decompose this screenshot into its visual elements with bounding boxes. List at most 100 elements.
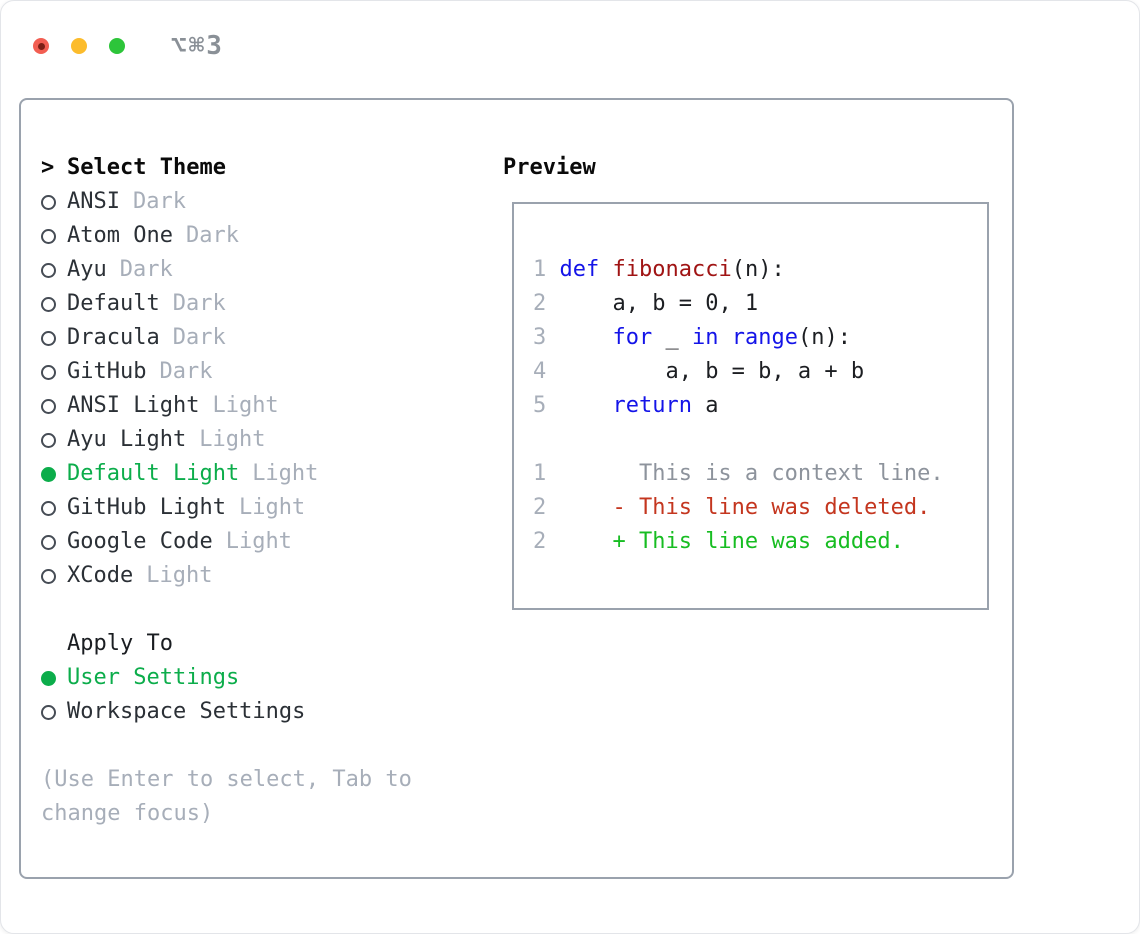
preview-line	[533, 423, 987, 457]
preview-line: 2 - This line was deleted.	[533, 495, 931, 520]
select-theme-title: Select Theme	[67, 155, 226, 180]
theme-option-atom-one[interactable]: Atom One Dark	[41, 219, 503, 253]
option-label: User Settings	[67, 665, 240, 690]
apply-option-user-settings[interactable]: User Settings	[41, 661, 503, 695]
radio-icon	[41, 194, 67, 210]
option-label: Ayu Light	[67, 427, 187, 452]
radio-dot-empty	[41, 432, 56, 448]
preview-lines: 1 def fibonacci(n): 2 a, b = 0, 1 3 for _ …	[533, 253, 987, 559]
preview-line: 2 a, b = 0, 1	[533, 291, 759, 316]
theme-option-ansi[interactable]: ANSI Dark	[41, 185, 503, 219]
theme-option-ayu-light[interactable]: Ayu Light Light	[41, 423, 503, 457]
option-variant-label: Light	[238, 495, 306, 520]
option-label: ANSI Light	[67, 393, 200, 418]
traffic-lights	[33, 38, 125, 54]
radio-selected-icon	[41, 466, 67, 482]
option-label: ANSI	[67, 189, 120, 214]
radio-dot-filled	[41, 670, 56, 686]
radio-icon	[41, 262, 67, 278]
option-label: Default Light	[67, 461, 240, 486]
apply-to-title: Apply To	[67, 631, 173, 656]
radio-icon	[41, 568, 67, 584]
radio-icon	[41, 500, 67, 516]
theme-option-google-code[interactable]: Google Code Light	[41, 525, 503, 559]
preview-box: 1 def fibonacci(n): 2 a, b = 0, 1 3 for _ …	[512, 202, 989, 610]
radio-icon	[41, 704, 67, 720]
hint-line-2: change focus)	[41, 801, 214, 826]
preview-title: Preview	[503, 155, 596, 180]
option-label: Ayu	[67, 257, 107, 282]
option-label: XCode	[67, 563, 134, 588]
radio-dot-empty	[41, 364, 56, 380]
theme-option-github-light[interactable]: GitHub Light Light	[41, 491, 503, 525]
apply-option-workspace-settings[interactable]: Workspace Settings	[41, 695, 503, 729]
apply-to-header: Apply To	[41, 627, 503, 661]
preview-line: 5 return a	[533, 393, 719, 418]
radio-dot-filled	[41, 466, 56, 482]
minimize-button[interactable]	[71, 38, 87, 54]
theme-option-dracula[interactable]: Dracula Dark	[41, 321, 503, 355]
focus-caret-icon: >	[41, 155, 55, 180]
preview-line: 3 for _ in range(n):	[533, 325, 851, 350]
radio-dot-empty	[41, 500, 56, 516]
preview-line: 2 + This line was added.	[533, 529, 904, 554]
theme-option-default-light[interactable]: Default Light Light	[41, 457, 503, 491]
spacer	[41, 729, 503, 763]
option-label: Google Code	[67, 529, 213, 554]
preview-line: 1 def fibonacci(n):	[533, 257, 785, 282]
theme-option-ansi-light[interactable]: ANSI Light Light	[41, 389, 503, 423]
radio-dot-empty	[41, 330, 56, 346]
radio-dot-empty	[41, 398, 56, 414]
option-variant-label: Light	[225, 529, 292, 554]
radio-dot-empty	[41, 262, 56, 278]
option-variant-label: Dark	[185, 223, 239, 248]
radio-dot-empty	[41, 704, 56, 720]
radio-icon	[41, 296, 67, 312]
option-variant-label: Dark	[159, 359, 213, 384]
option-label: GitHub	[67, 359, 147, 384]
spacer	[41, 593, 503, 627]
close-button[interactable]	[33, 38, 49, 54]
radio-dot-empty	[41, 568, 56, 584]
option-variant-label: Light	[146, 563, 213, 588]
option-variant-label: Light	[199, 427, 266, 452]
titlebar: ⌥⌘3	[33, 31, 224, 61]
hint-line-1: (Use Enter to select, Tab to	[41, 767, 412, 792]
zoom-button[interactable]	[109, 38, 125, 54]
option-label: Dracula	[67, 325, 160, 350]
radio-icon	[41, 398, 67, 414]
radio-icon	[41, 534, 67, 550]
preview-column: Preview 1 def fibonacci(n): 2 a, b = 0, 1…	[503, 151, 1003, 877]
window-title: ⌥⌘3	[171, 31, 224, 61]
radio-dot-empty	[41, 296, 56, 312]
radio-dot-empty	[41, 194, 56, 210]
radio-icon	[41, 432, 67, 448]
preview-line: 4 a, b = b, a + b	[533, 359, 865, 384]
theme-option-github[interactable]: GitHub Dark	[41, 355, 503, 389]
radio-icon	[41, 228, 67, 244]
radio-icon	[41, 330, 67, 346]
close-dot-icon	[37, 42, 45, 50]
theme-option-xcode[interactable]: XCode Light	[41, 559, 503, 593]
radio-icon	[41, 364, 67, 380]
option-variant-label: Dark	[172, 325, 226, 350]
option-variant-label: Dark	[132, 189, 186, 214]
select-theme-header: > Select Theme	[41, 151, 503, 185]
option-variant-label: Light	[212, 393, 279, 418]
radio-dot-empty	[41, 534, 56, 550]
option-label: Workspace Settings	[67, 699, 306, 724]
preview-line: 1 This is a context line.	[533, 461, 944, 486]
option-label: Atom One	[67, 223, 173, 248]
radio-selected-icon	[41, 670, 67, 686]
radio-dot-empty	[41, 228, 56, 244]
option-label: GitHub Light	[67, 495, 226, 520]
option-variant-label: Light	[252, 461, 319, 486]
option-label: Default	[67, 291, 160, 316]
